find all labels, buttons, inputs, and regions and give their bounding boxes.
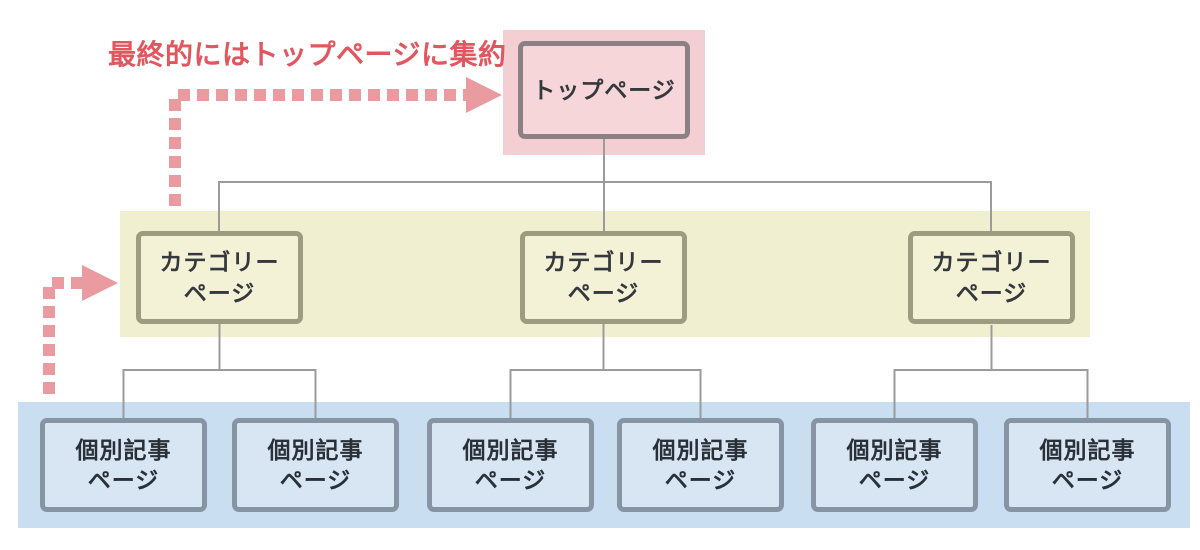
node-article-page-6: 個別記事 ページ bbox=[1004, 418, 1171, 512]
connector-category3-to-articles bbox=[893, 325, 1089, 418]
node-category-page-2: カテゴリー ページ bbox=[520, 231, 687, 324]
arrowhead-to-top-page-icon bbox=[466, 77, 502, 113]
consolidation-annotation: 最終的にはトップページに集約 bbox=[108, 39, 507, 70]
node-article-page-4: 個別記事 ページ bbox=[617, 418, 784, 512]
article-band bbox=[18, 402, 1190, 528]
node-category-page-3: カテゴリー ページ bbox=[908, 231, 1075, 324]
arrowhead-to-category-page-icon bbox=[82, 265, 118, 301]
node-article-page-2: 個別記事 ページ bbox=[232, 418, 399, 512]
node-article-page-3: 個別記事 ページ bbox=[427, 418, 594, 512]
node-article-page-5: 個別記事 ページ bbox=[811, 418, 978, 512]
connector-category2-to-articles bbox=[509, 323, 702, 418]
dashed-arrow-to-top-page bbox=[169, 89, 466, 206]
connector-top-to-categories bbox=[218, 139, 992, 232]
node-category-page-1: カテゴリー ページ bbox=[136, 231, 303, 324]
connector-category1-to-articles bbox=[122, 323, 317, 418]
node-article-page-1: 個別記事 ページ bbox=[40, 418, 207, 512]
node-top-page: トップページ bbox=[518, 41, 690, 139]
dashed-arrow-to-category-page bbox=[43, 277, 82, 394]
